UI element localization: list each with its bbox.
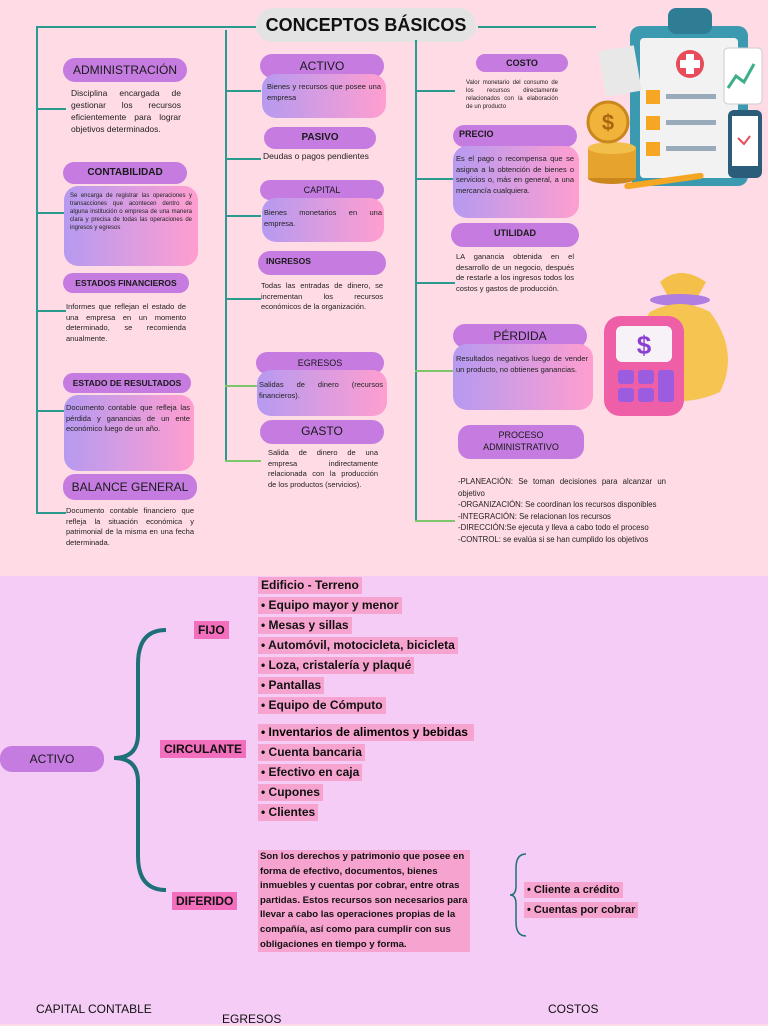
small-brace-connector [509, 853, 527, 937]
proceso-line: -DIRECCIÓN:Se ejecuta y lleva a cabo tod… [458, 523, 649, 532]
capital-text: Bienes monetarios en una empresa. [264, 208, 382, 228]
footer-egresos: EGRESOS [222, 1012, 282, 1026]
connector [415, 370, 455, 372]
contabilidad-box [64, 186, 198, 266]
estados-text: Informes que reflejan el estado de una e… [66, 302, 186, 343]
administracion-text: Disciplina encargada de gestionar los re… [71, 88, 181, 134]
capital-label: CAPITAL [260, 180, 384, 200]
circulante-list: • Inventarios de alimentos y bebidas • C… [258, 724, 474, 821]
connector [415, 40, 417, 522]
precio-box [453, 146, 579, 218]
fijo-item: • Pantallas [258, 677, 325, 694]
proceso-list: -PLANEACIÓN: Se toman decisiones para al… [458, 476, 666, 545]
proceso-line: -CONTROL: se evalúa si se han cumplido l… [458, 534, 649, 544]
fijo-item: • Loza, cristalería y plaqué [258, 657, 415, 674]
gasto-text: Salida de dinero de una empresa indirect… [268, 448, 378, 489]
connector [36, 108, 66, 110]
connector [36, 26, 256, 28]
connector [225, 298, 261, 300]
circulante-item: • Clientes [258, 804, 319, 821]
precio-label: PRECIO [453, 125, 577, 147]
svg-text:$: $ [637, 330, 652, 360]
circulante-item: • Cupones [258, 784, 323, 801]
svg-text:$: $ [602, 110, 614, 135]
activo-text: Bienes y recursos que posee una empresa [267, 82, 381, 102]
resultados-label: ESTADO DE RESULTADOS [63, 373, 191, 393]
diferido-sub-list: • Cliente a crédito • Cuentas por cobrar [524, 880, 639, 918]
proceso-label: PROCESO ADMINISTRATIVO [458, 425, 584, 459]
diferido-text: Son los derechos y patrimonio que posee … [258, 850, 470, 953]
egresos-label: EGRESOS [256, 352, 384, 374]
administracion-label: ADMINISTRACIÓN [63, 58, 187, 82]
connector [415, 282, 455, 284]
pasivo-text: Deudas o pagos pendientes [263, 151, 369, 161]
calculator-icon: $ [604, 316, 684, 416]
ingresos-label: INGRESOS [258, 251, 386, 275]
connector [415, 520, 455, 522]
activo-box [262, 74, 386, 118]
balance-text: Documento contable financiero que reflej… [66, 506, 194, 547]
footer-capital: CAPITAL CONTABLE [36, 1002, 152, 1016]
capital-box [262, 198, 384, 242]
ingresos-text: Todas las entradas de dinero, se increme… [261, 281, 383, 311]
connector [225, 30, 227, 460]
circulante-label: CIRCULANTE [160, 740, 246, 758]
diferido-label: DIFERIDO [172, 892, 238, 910]
connector [225, 385, 261, 387]
circulante-item: • Cuenta bancaria [258, 744, 365, 761]
precio-text: Es el pago o recompensa que se asigna a … [456, 154, 574, 195]
egresos-box [257, 370, 387, 416]
activo-root: ACTIVO [0, 746, 104, 772]
estados-label: ESTADOS FINANCIEROS [63, 273, 189, 293]
activo-classification-section: ACTIVO FIJO Edificio - Terreno • Equipo … [0, 576, 768, 1026]
egresos-text: Salidas de dinero (recursos financieros)… [259, 380, 383, 400]
fijo-label: FIJO [194, 621, 229, 639]
diferido-sub-item: • Cuentas por cobrar [524, 902, 639, 918]
connector [225, 215, 261, 217]
connector [36, 212, 66, 214]
concept-map-section: CONCEPTOS BÁSICOS ADMINISTRACIÓN Discipl… [36, 8, 763, 547]
costo-label: COSTO [476, 54, 568, 72]
page-title: CONCEPTOS BÁSICOS [256, 8, 476, 42]
fijo-item: • Equipo mayor y menor [258, 597, 402, 614]
utilidad-label: UTILIDAD [451, 223, 579, 247]
connector [225, 90, 261, 92]
medical-clipboard-icon [598, 8, 763, 190]
connector [225, 460, 261, 462]
fijo-item: Edificio - Terreno [258, 577, 362, 594]
perdida-text: Resultados negativos luego de vender un … [456, 354, 588, 374]
connector [36, 26, 38, 514]
pasivo-label: PASIVO [264, 127, 376, 149]
utilidad-text: LA ganancia obtenida en el desarrollo de… [456, 252, 574, 293]
fijo-list: Edificio - Terreno • Equipo mayor y meno… [258, 576, 488, 714]
proceso-line: -PLANEACIÓN: Se toman decisiones para al… [458, 477, 666, 498]
footer-costos: COSTOS [548, 1002, 599, 1016]
proceso-line: -ORGANIZACIÓN: Se coordinan los recursos… [458, 500, 657, 509]
brace-connector [113, 628, 167, 892]
circulante-item: • Inventarios de alimentos y bebidas [258, 724, 474, 741]
contabilidad-label: CONTABILIDAD [63, 162, 187, 184]
perdida-box [453, 344, 593, 410]
connector [36, 310, 66, 312]
connector [36, 512, 66, 514]
dollar-coins-icon: $ [586, 100, 636, 184]
resultados-box [64, 395, 194, 471]
connector [478, 26, 596, 28]
connector [225, 158, 261, 160]
proceso-line: -INTEGRACIÓN: Se relacionan los recursos [458, 511, 611, 521]
costo-text: Valor monetario del consumo de los recur… [466, 80, 558, 110]
fijo-item: • Automóvil, motocicleta, bicicleta [258, 637, 458, 654]
fijo-item: • Equipo de Cómputo [258, 697, 386, 714]
balance-label: BALANCE GENERAL [63, 474, 197, 500]
connector [36, 410, 66, 412]
diferido-sub-item: • Cliente a crédito [524, 882, 623, 898]
resultados-text: Documento contable que refleja las pérdi… [66, 403, 190, 433]
connector [415, 90, 455, 92]
gasto-label: GASTO [260, 420, 384, 444]
fijo-item: • Mesas y sillas [258, 617, 352, 634]
circulante-item: • Efectivo en caja [258, 764, 363, 781]
contabilidad-text: Se encarga de registrar las operaciones … [70, 193, 192, 231]
connector [415, 178, 455, 180]
